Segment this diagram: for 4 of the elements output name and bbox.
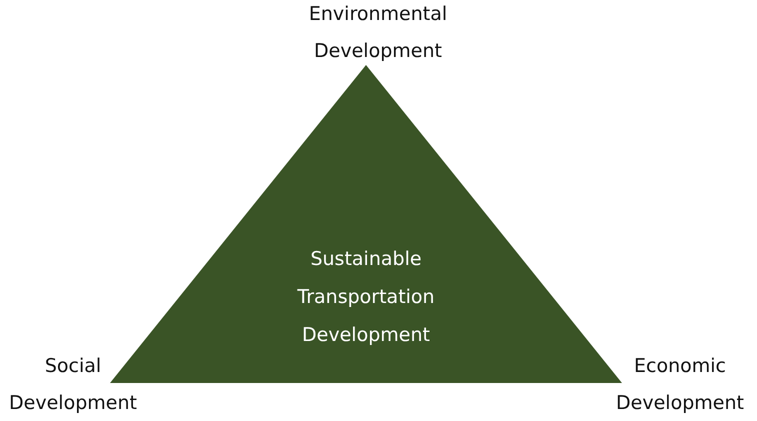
corner-label: Social Development (8, 354, 138, 416)
corner-label: Economic Development (615, 354, 745, 416)
corner-label: Environmental Development (308, 2, 448, 64)
node-text: Sustainable Transportation Development (296, 247, 436, 348)
